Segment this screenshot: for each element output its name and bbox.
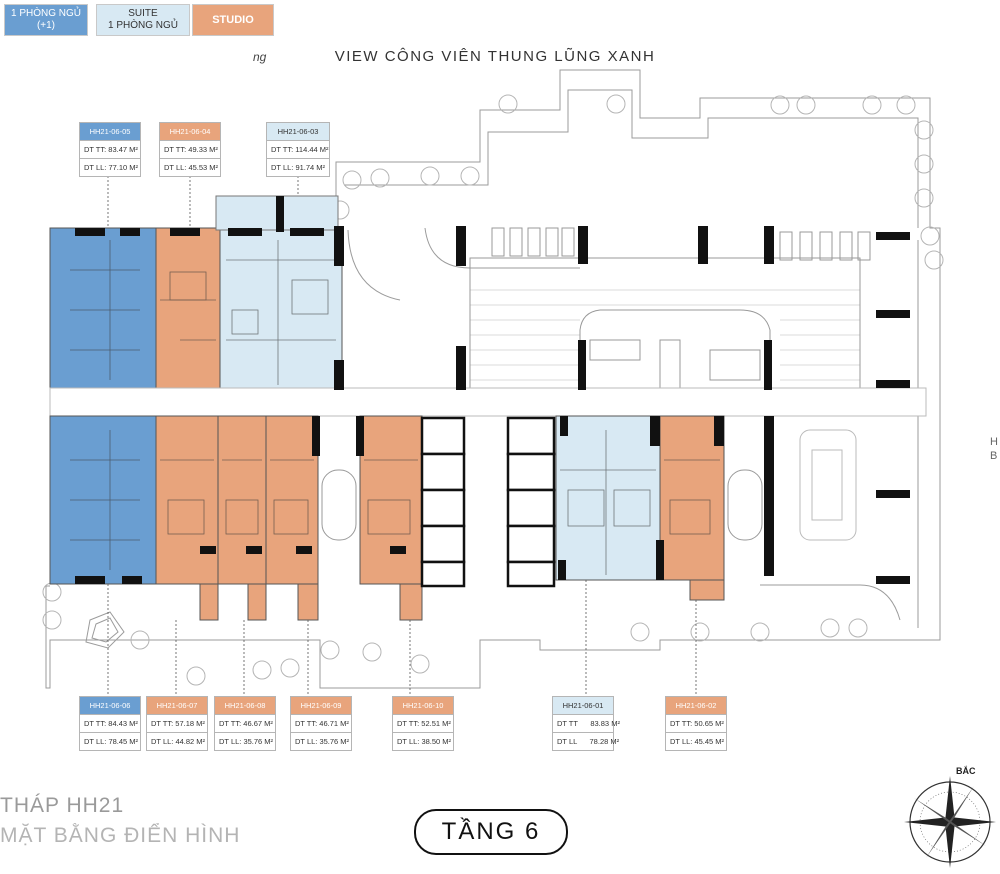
legend-studio: STUDIO bbox=[192, 4, 274, 36]
unit-code: HH21-06-08 bbox=[214, 696, 276, 715]
pool-deck-hatch bbox=[470, 289, 860, 381]
unit-card: HH21-06-06 DT TT: 84.43 M² DT LL: 78.45 … bbox=[79, 696, 141, 751]
floor-label: TẦNG 6 bbox=[414, 809, 568, 855]
plan-type-title: MẶT BẰNG ĐIỂN HÌNH bbox=[0, 824, 241, 847]
unit-code: HH21-06-02 bbox=[665, 696, 727, 715]
structural-columns bbox=[75, 196, 910, 584]
unit-area-net: DT LL: 44.82 M² bbox=[146, 733, 208, 751]
cropped-text-fragment-right-2: B bbox=[990, 450, 998, 462]
clubhouse-outline bbox=[579, 309, 771, 391]
cropped-text-fragment-right-1: H bbox=[990, 436, 998, 448]
unit-area-net: DT LL: 45.45 M² bbox=[665, 733, 727, 751]
unit-card: HH21-06-09 DT TT: 46.71 M² DT LL: 35.76 … bbox=[290, 696, 352, 751]
cropped-text-fragment: ng bbox=[253, 50, 267, 64]
unit-area-net: DT LL: 77.10 M² bbox=[79, 159, 141, 177]
unit-shape-hh21-06-02 bbox=[659, 415, 725, 581]
unit-card: HH21-06-03 DT TT: 114.44 M² DT LL: 91.74… bbox=[266, 122, 330, 177]
terrace-outline bbox=[45, 69, 941, 689]
unit-card: HH21-06-10 DT TT: 52.51 M² DT LL: 38.50 … bbox=[392, 696, 454, 751]
compass-rose bbox=[904, 776, 996, 868]
unit-code: HH21-06-05 bbox=[79, 122, 141, 141]
unit-code: HH21-06-09 bbox=[290, 696, 352, 715]
unit-area-net: DT LL: 38.50 M² bbox=[392, 733, 454, 751]
unit-area-total: DT TT: 46.67 M² bbox=[214, 715, 276, 733]
unit-card: HH21-06-08 DT TT: 46.67 M² DT LL: 35.76 … bbox=[214, 696, 276, 751]
unit-code: HH21-06-07 bbox=[146, 696, 208, 715]
view-title: VIEW CÔNG VIÊN THUNG LŨNG XANH bbox=[334, 48, 656, 65]
unit-code: HH21-06-10 bbox=[392, 696, 454, 715]
unit-area-total: DT TT: 57.18 M² bbox=[146, 715, 208, 733]
unit-area-net: DT LL: 35.76 M² bbox=[290, 733, 352, 751]
unit-code: HH21-06-03 bbox=[266, 122, 330, 141]
unit-area-total: DT TT: 114.44 M² bbox=[266, 141, 330, 159]
unit-code: HH21-06-06 bbox=[79, 696, 141, 715]
unit-area-total: DT TT: 50.65 M² bbox=[665, 715, 727, 733]
unit-area-total: DT TT: 83.47 M² bbox=[79, 141, 141, 159]
unit-shape-hh21-06-05 bbox=[49, 227, 157, 389]
unit-area-net: DT LL: 78.45 M² bbox=[79, 733, 141, 751]
unit-code: HH21-06-01 bbox=[552, 696, 614, 715]
unit-card: HH21-06-02 DT TT: 50.65 M² DT LL: 45.45 … bbox=[665, 696, 727, 751]
unit-area-total: DT TT: 46.71 M² bbox=[290, 715, 352, 733]
unit-area-total: DT TT: 52.51 M² bbox=[392, 715, 454, 733]
sun-loungers bbox=[491, 227, 871, 261]
unit-card: HH21-06-05 DT TT: 83.47 M² DT LL: 77.10 … bbox=[79, 122, 141, 177]
unit-area-net: DT LL: 91.74 M² bbox=[266, 159, 330, 177]
unit-area-total: DT TT: 49.33 M² bbox=[159, 141, 221, 159]
legend-suite: SUITE 1 PHÒNG NGỦ bbox=[96, 4, 190, 36]
unit-shape-hh21-06-01 bbox=[555, 415, 661, 581]
unit-area-net: DT LL 78.28 M² bbox=[552, 733, 619, 751]
lift-core bbox=[420, 416, 556, 588]
north-label: BẮC bbox=[956, 766, 976, 776]
tower-name: THÁP HH21 bbox=[0, 794, 125, 817]
landscape-plants bbox=[42, 94, 944, 686]
legend-one-bedroom: 1 PHÒNG NGỦ (+1) bbox=[4, 4, 88, 36]
unit-shape-hh21-06-03 bbox=[219, 227, 343, 389]
unit-shape-hh21-06-04 bbox=[155, 227, 221, 389]
unit-code: HH21-06-04 bbox=[159, 122, 221, 141]
lobby-furniture bbox=[799, 429, 857, 541]
unit-area-net: DT LL: 35.76 M² bbox=[214, 733, 276, 751]
unit-card: HH21-06-04 DT TT: 49.33 M² DT LL: 45.53 … bbox=[159, 122, 221, 177]
unit-area-net: DT LL: 45.53 M² bbox=[159, 159, 221, 177]
unit-card: HH21-06-07 DT TT: 57.18 M² DT LL: 44.82 … bbox=[146, 696, 208, 751]
unit-card: HH21-06-01 DT TT 83.83 M² DT LL 78.28 M² bbox=[552, 696, 620, 751]
unit-area-total: DT TT 83.83 M² bbox=[552, 715, 620, 733]
unit-area-total: DT TT: 84.43 M² bbox=[79, 715, 141, 733]
